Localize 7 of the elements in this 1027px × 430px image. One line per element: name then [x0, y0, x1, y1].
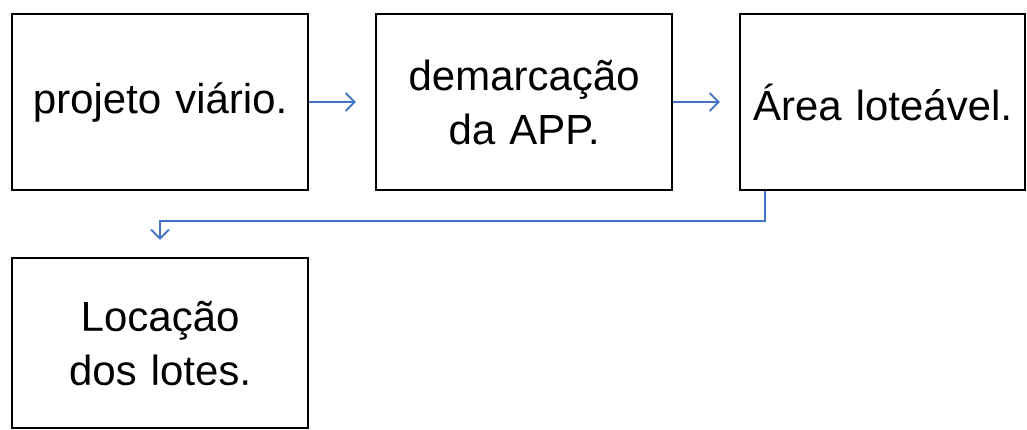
- arrow: [150, 190, 766, 240]
- process-box: Área loteável.: [739, 13, 1026, 191]
- arrow: [308, 92, 356, 112]
- arrow: [672, 92, 720, 112]
- process-box: projeto viário.: [11, 13, 309, 191]
- process-box: demarcação da APP.: [375, 13, 673, 191]
- process-box: Locação dos lotes.: [11, 257, 309, 429]
